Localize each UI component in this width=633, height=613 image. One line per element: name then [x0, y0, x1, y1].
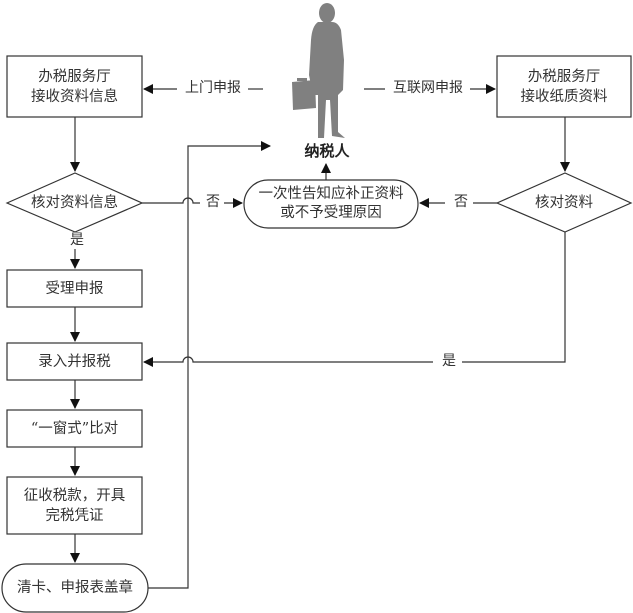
enter-declare-box[interactable]	[6, 342, 143, 381]
one-window-text: “一窗式”比对	[30, 420, 119, 437]
check-material-diamond[interactable]	[495, 172, 633, 233]
edge-label-no-left: 否	[202, 193, 224, 212]
accept-text: 受理申报	[45, 280, 104, 297]
collect-text: 征收税款，开具 完税凭证	[7, 477, 142, 534]
edge-label-internet: 互联网申报	[386, 79, 470, 98]
taxpayer-silhouette-icon	[292, 3, 345, 138]
hall-receive-paper-text: 办税服务厅 接收纸质资料	[497, 56, 631, 117]
hall-receive-info-line1: 办税服务厅	[38, 68, 111, 85]
edge-check-info-no	[142, 197, 200, 204]
hall-receive-paper-box[interactable]	[496, 55, 632, 118]
enter-declare-text: 录入并报税	[38, 353, 111, 370]
notify-line2: 或不予受理原因	[280, 205, 382, 221]
hall-receive-info-text: 办税服务厅 接收资料信息	[7, 56, 142, 117]
hall-receive-info-line2: 接收资料信息	[31, 88, 118, 105]
taxpayer-label: 纳税人	[304, 142, 350, 160]
edge-clear-to-actor	[148, 141, 271, 589]
notify-text: 一次性告知应补正资料 或不予受理原因	[244, 180, 418, 228]
collect-line1: 征收税款，开具	[23, 487, 126, 504]
check-material-text: 核对资料	[535, 195, 593, 211]
edge-check-material-yes	[460, 232, 566, 363]
hall-receive-info-box[interactable]	[6, 55, 143, 118]
edge-label-yes-left: 是	[66, 232, 88, 249]
edge-check-material-yes-cont	[143, 356, 433, 367]
hall-receive-paper-line2: 接收纸质资料	[520, 88, 608, 105]
hall-receive-paper-line1: 办税服务厅	[527, 68, 601, 85]
edge-label-no-right: 否	[449, 193, 473, 212]
accept-box[interactable]	[6, 269, 143, 308]
edge-label-yes-right: 是	[436, 352, 462, 371]
collect-box[interactable]	[6, 476, 143, 535]
one-window-box[interactable]	[6, 409, 143, 448]
notify-line1: 一次性告知应补正资料	[258, 186, 404, 202]
collect-line2: 完税凭证	[45, 507, 104, 524]
notify-terminal[interactable]	[243, 179, 419, 229]
clear-card-text: 清卡、申报表盖章	[17, 580, 133, 596]
check-info-text: 核对资料信息	[31, 195, 118, 211]
edge-label-onsite: 上门申报	[178, 79, 248, 98]
